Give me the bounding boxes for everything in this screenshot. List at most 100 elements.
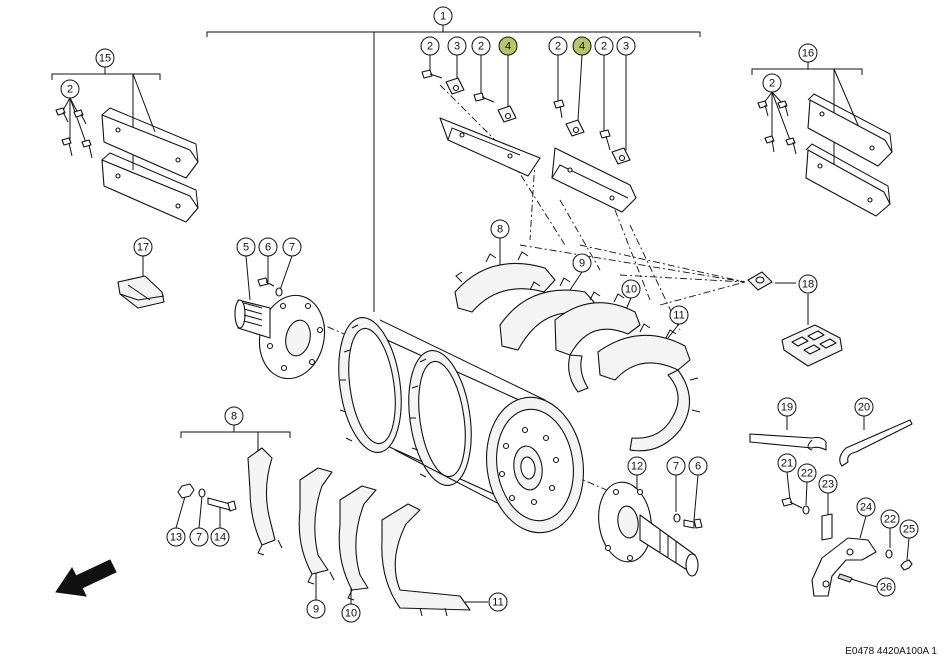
callout-6a[interactable]: 6 <box>258 237 278 257</box>
callout-circle <box>594 36 614 56</box>
callout-number: 11 <box>492 597 503 609</box>
callout-2a[interactable]: 2 <box>420 36 440 56</box>
callout-circle <box>572 253 592 273</box>
callout-17[interactable]: 17 <box>133 237 153 257</box>
callout-7b[interactable]: 7 <box>189 527 209 547</box>
callout-circle <box>420 36 440 56</box>
callout-3a[interactable]: 3 <box>447 36 467 56</box>
bolt-2a <box>421 69 443 79</box>
pad-nut-18 <box>747 271 773 291</box>
callout-circle <box>210 527 230 547</box>
callout-number: 7 <box>196 532 202 544</box>
callout-number: 4 <box>505 41 511 53</box>
callout-24[interactable]: 24 <box>856 497 876 517</box>
callout-12[interactable]: 12 <box>627 456 647 476</box>
segment-10-bottom <box>338 485 377 601</box>
callout-circle <box>627 456 647 476</box>
callout-circle <box>669 305 689 325</box>
washer-7c <box>673 513 681 523</box>
callout-circle <box>189 527 209 547</box>
callout-circle <box>777 453 797 473</box>
callout-circle <box>621 279 641 299</box>
callout-18[interactable]: 18 <box>798 274 818 294</box>
callout-number: 2 <box>601 41 607 53</box>
callout-number: 2 <box>769 78 775 90</box>
cage-nut-3b <box>611 147 631 165</box>
callout-5[interactable]: 5 <box>236 237 256 257</box>
callout-1[interactable]: 1 <box>433 6 453 26</box>
callout-3b[interactable]: 3 <box>616 36 636 56</box>
callout-15[interactable]: 15 <box>95 48 115 68</box>
callout-7c[interactable]: 7 <box>666 456 686 476</box>
stub-shaft-12 <box>598 481 699 577</box>
callout-14[interactable]: 14 <box>210 527 230 547</box>
cage-nut-4b <box>565 119 585 137</box>
callout-10b[interactable]: 10 <box>341 603 361 623</box>
callout-2c[interactable]: 2 <box>548 36 568 56</box>
direction-arrow-icon <box>55 559 117 597</box>
callout-2b[interactable]: 2 <box>471 36 491 56</box>
callout-circle <box>341 603 361 623</box>
callout-number: 19 <box>781 402 793 414</box>
callout-11b[interactable]: 11 <box>488 592 508 612</box>
callout-6b[interactable]: 6 <box>688 456 708 476</box>
bolts-16 <box>757 100 797 155</box>
callout-13[interactable]: 13 <box>166 527 186 547</box>
scraper-strip-16-top <box>807 93 893 167</box>
lever-24 <box>811 537 877 597</box>
callout-26[interactable]: 26 <box>876 577 896 597</box>
callout-number: 1 <box>440 11 446 23</box>
callout-number: 15 <box>99 53 111 65</box>
callout-number: 7 <box>289 242 295 254</box>
callout-number: 2 <box>67 84 73 96</box>
callout-4a[interactable]: 4 <box>498 36 518 56</box>
callout-9a[interactable]: 9 <box>572 253 592 273</box>
callout-number: 12 <box>631 461 643 473</box>
callout-2d[interactable]: 2 <box>594 36 614 56</box>
callout-2e[interactable]: 2 <box>60 79 80 99</box>
callout-11a[interactable]: 11 <box>669 305 689 325</box>
callout-circle <box>548 36 568 56</box>
callout-number: 4 <box>579 41 585 53</box>
callout-8a[interactable]: 8 <box>490 219 510 239</box>
callout-16[interactable]: 16 <box>798 43 818 63</box>
callout-25[interactable]: 25 <box>899 519 919 539</box>
callout-circle <box>818 474 838 494</box>
hook-spanner-20 <box>839 419 913 467</box>
clip-17 <box>117 275 165 309</box>
callout-number: 8 <box>231 411 237 423</box>
callout-number: 7 <box>673 461 679 473</box>
callout-number: 24 <box>860 502 872 514</box>
callout-8b[interactable]: 8 <box>224 406 244 426</box>
callout-19[interactable]: 19 <box>777 397 797 417</box>
callout-4b[interactable]: 4 <box>572 36 592 56</box>
callout-circle <box>488 592 508 612</box>
nut-13 <box>177 483 195 499</box>
callout-20[interactable]: 20 <box>854 397 874 417</box>
callout-circle <box>777 397 797 417</box>
callout-2f[interactable]: 2 <box>762 73 782 93</box>
callout-23[interactable]: 23 <box>818 474 838 494</box>
callout-number: 3 <box>623 41 629 53</box>
bolt-6a <box>257 277 275 287</box>
callout-circle <box>224 406 244 426</box>
callout-21[interactable]: 21 <box>777 453 797 473</box>
callout-number: 26 <box>880 582 892 594</box>
callout-22b[interactable]: 22 <box>880 509 900 529</box>
segment-ring-11-top <box>597 323 701 452</box>
bolt-6b <box>683 518 703 529</box>
callout-circle <box>258 237 278 257</box>
callout-circle <box>498 36 518 56</box>
callout-number: 10 <box>625 284 637 296</box>
callout-10a[interactable]: 10 <box>621 279 641 299</box>
callout-number: 16 <box>802 48 814 60</box>
callout-circle <box>236 237 256 257</box>
segment-9-bottom <box>298 467 335 585</box>
leader-lines <box>51 25 910 604</box>
callout-7a[interactable]: 7 <box>282 237 302 257</box>
callout-number: 25 <box>903 524 915 536</box>
callout-22a[interactable]: 22 <box>797 463 817 483</box>
callout-circle <box>798 43 818 63</box>
callout-9b[interactable]: 9 <box>306 599 326 619</box>
